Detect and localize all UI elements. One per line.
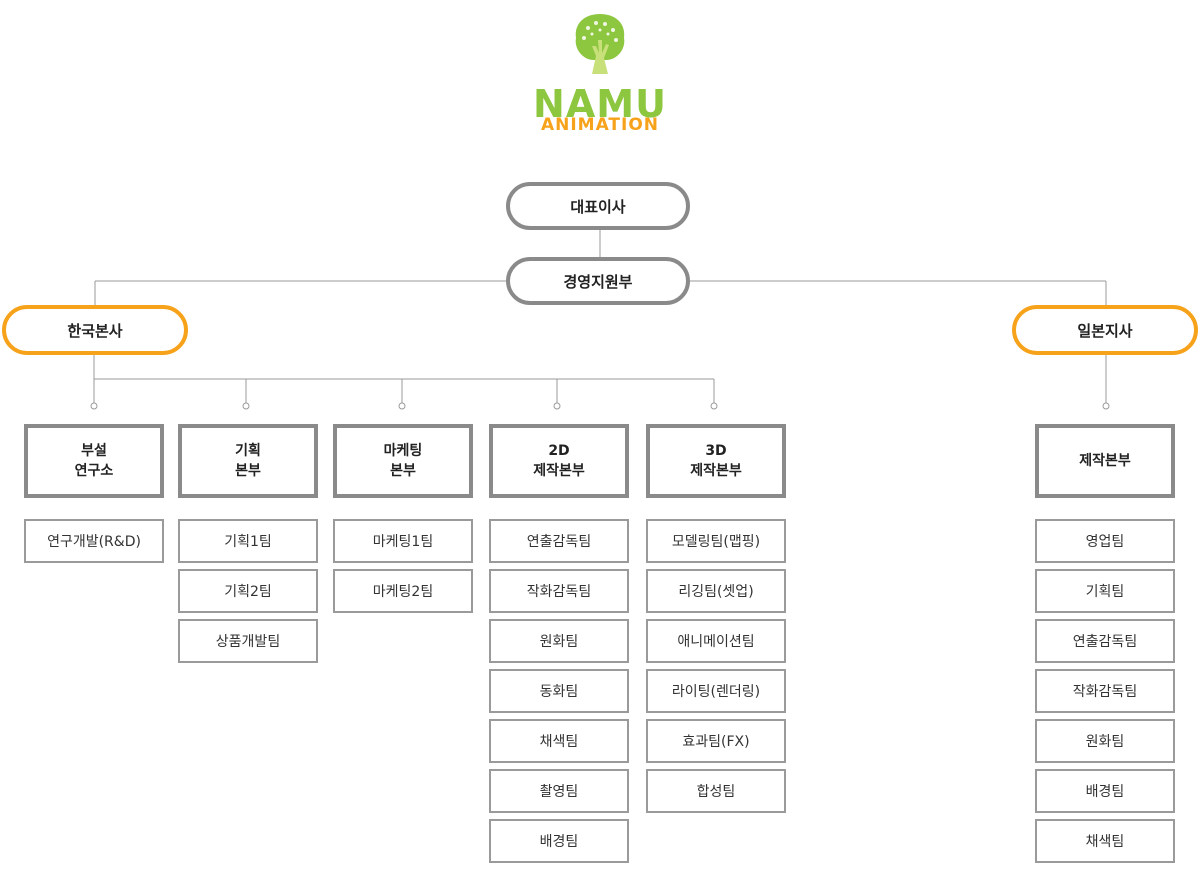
connector-dot (1102, 402, 1110, 410)
team-item: 작화감독팀 (1035, 669, 1175, 713)
team-item: 배경팀 (1035, 769, 1175, 813)
team-item: 원화팀 (1035, 719, 1175, 763)
dept-planning: 기획 본부 (178, 424, 318, 498)
connector-dot (398, 402, 406, 410)
team-item: 라이팅(렌더링) (646, 669, 786, 713)
management-node: 경영지원부 (506, 257, 690, 305)
team-item: 애니메이션팀 (646, 619, 786, 663)
connector-dot (90, 402, 98, 410)
team-item: 기획1팀 (178, 519, 318, 563)
dept-3d-production: 3D 제작본부 (646, 424, 786, 498)
team-item: 리깅팀(셋업) (646, 569, 786, 613)
team-item: 상품개발팀 (178, 619, 318, 663)
ceo-node: 대표이사 (506, 182, 690, 230)
japan-branch-node: 일본지사 (1012, 305, 1198, 355)
team-item: 동화팀 (489, 669, 629, 713)
tree-icon (575, 14, 625, 74)
team-item: 채색팀 (489, 719, 629, 763)
korea-hq-node: 한국본사 (2, 305, 188, 355)
logo-name: NAMU (533, 82, 667, 126)
team-item: 효과팀(FX) (646, 719, 786, 763)
team-item: 채색팀 (1035, 819, 1175, 863)
team-item: 연출감독팀 (489, 519, 629, 563)
dept-marketing: 마케팅 본부 (333, 424, 473, 498)
logo-subtitle: ANIMATION (540, 115, 660, 135)
team-item: 배경팀 (489, 819, 629, 863)
team-item: 원화팀 (489, 619, 629, 663)
connector-dot (242, 402, 250, 410)
team-item: 합성팀 (646, 769, 786, 813)
team-item: 연구개발(R&D) (24, 519, 164, 563)
dept-2d-production: 2D 제작본부 (489, 424, 629, 498)
connector-dot (553, 402, 561, 410)
team-item: 작화감독팀 (489, 569, 629, 613)
team-item: 영업팀 (1035, 519, 1175, 563)
team-item: 마케팅2팀 (333, 569, 473, 613)
team-item: 기획팀 (1035, 569, 1175, 613)
team-item: 모델링팀(맵핑) (646, 519, 786, 563)
dept-research: 부설 연구소 (24, 424, 164, 498)
connector-dot (710, 402, 718, 410)
team-item: 마케팅1팀 (333, 519, 473, 563)
company-logo: NAMU ANIMATION (520, 12, 680, 142)
team-item: 연출감독팀 (1035, 619, 1175, 663)
team-item: 촬영팀 (489, 769, 629, 813)
dept-japan-production: 제작본부 (1035, 424, 1175, 498)
team-item: 기획2팀 (178, 569, 318, 613)
